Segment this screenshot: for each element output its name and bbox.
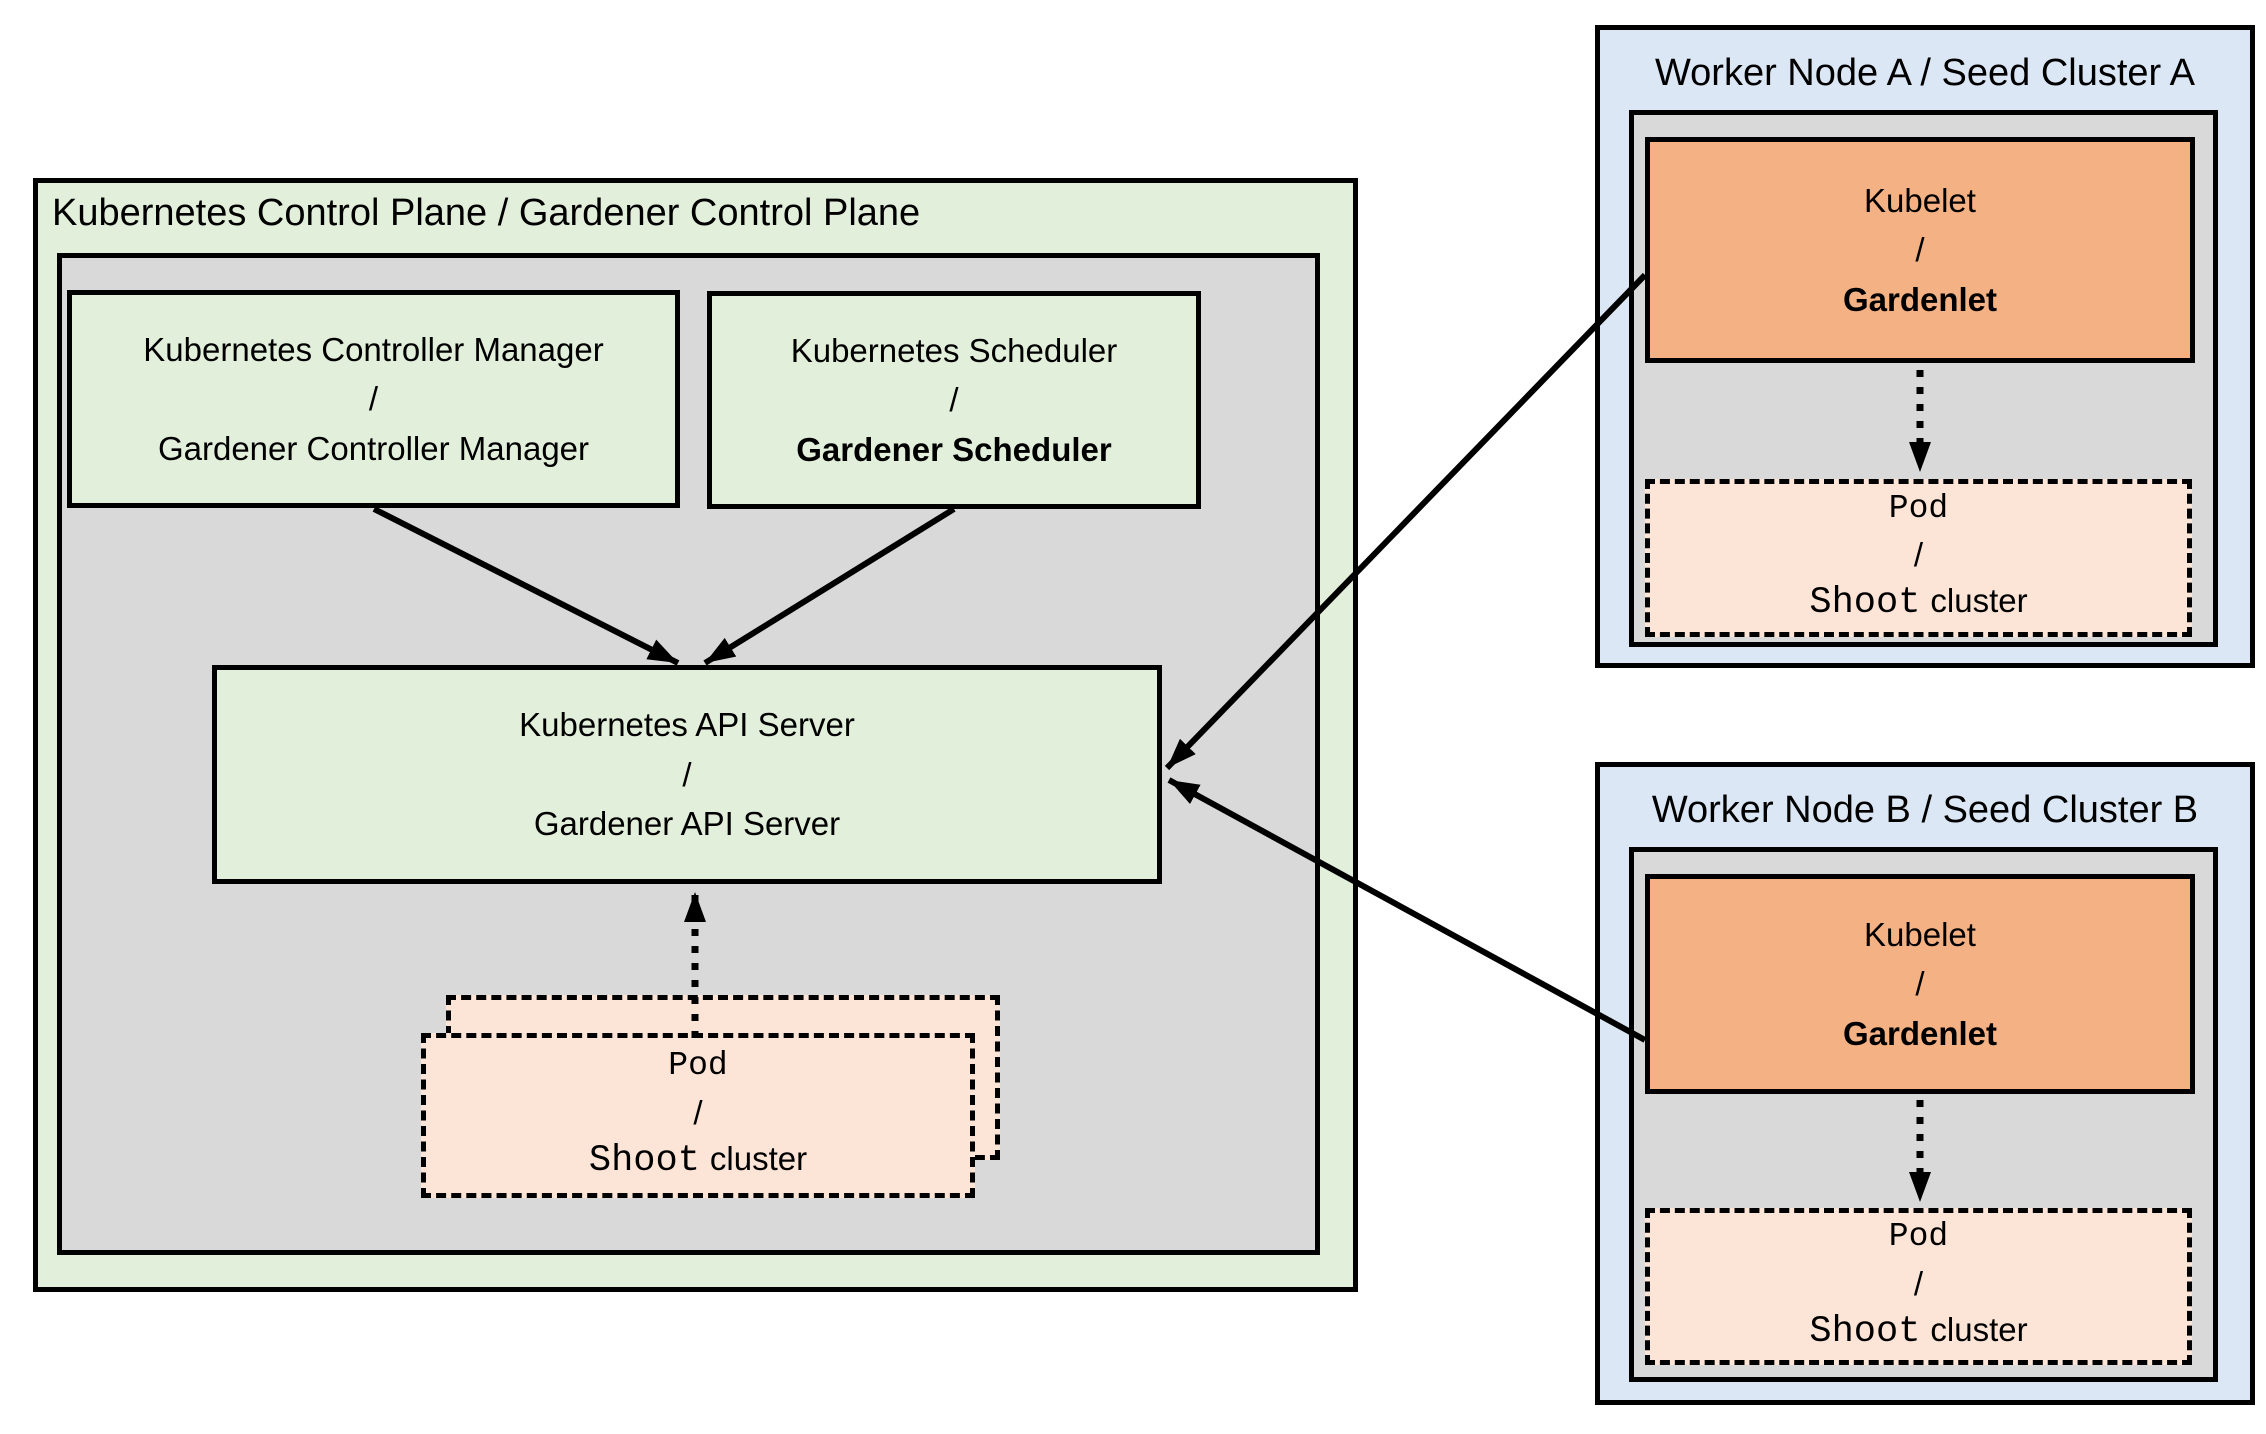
worker-a-kubelet-line1: Kubelet [1864,181,1976,219]
worker-b-kubelet-line1: Kubelet [1864,915,1976,953]
controller-manager-line1: Kubernetes Controller Manager [143,330,604,368]
controller-manager-line2: Gardener Controller Manager [157,429,590,467]
scheduler-label: Kubernetes Scheduler / Gardener Schedule… [791,326,1118,475]
worker-a-kubelet-box: Kubelet / Gardenlet [1645,137,2195,363]
controller-manager-label: Kubernetes Controller Manager / Gardener… [143,325,603,474]
worker-a-title: Worker Node A / Seed Cluster A [1654,52,2195,94]
controller-manager-sep: / [368,380,379,418]
worker-b-pod-line1: Pod [1888,1218,1949,1256]
api-server-line1: Kubernetes API Server [519,706,855,744]
pod-line1: Pod [668,1047,728,1085]
worker-a-pod-sep: / [1913,536,1924,574]
api-server-label: Kubernetes API Server / Gardener API Ser… [519,700,855,849]
api-server-line2: Gardener API Server [533,805,841,843]
worker-b-kubelet-box: Kubelet / Gardenlet [1645,874,2195,1094]
worker-b-kubelet-line2: Gardenlet [1842,1014,1998,1052]
worker-b-title: Worker Node B / Seed Cluster B [1651,789,2199,831]
worker-a-kubelet-sep: / [1915,231,1925,269]
api-server-box: Kubernetes API Server / Gardener API Ser… [212,665,1162,884]
worker-b-pod-line2-mono: Shoot [1809,1310,1921,1353]
worker-a-pod-line2-mono: Shoot [1809,582,1921,625]
worker-b-pod-line2-sans: cluster [1930,1310,2028,1348]
controller-manager-box: Kubernetes Controller Manager / Gardener… [67,290,680,508]
worker-b-kubelet-label: Kubelet / Gardenlet [1843,910,1997,1059]
worker-a-pod-line1: Pod [1888,489,1949,527]
control-plane-title: Kubernetes Control Plane / Gardener Cont… [52,192,921,234]
worker-b-kubelet-sep: / [1915,965,1925,1003]
scheduler-line2: Gardener Scheduler [796,430,1112,468]
api-server-sep: / [682,755,692,793]
worker-a-kubelet-line2: Gardenlet [1842,280,1998,318]
pod-sep: / [693,1093,703,1131]
worker-a-kubelet-label: Kubelet / Gardenlet [1843,176,1997,325]
worker-a-pod-line2-sans: cluster [1930,582,2028,620]
scheduler-box: Kubernetes Scheduler / Gardener Schedule… [707,291,1201,509]
scheduler-line1: Kubernetes Scheduler [790,331,1118,369]
pod-line2-sans: cluster [709,1139,808,1177]
worker-b-pod-sep: / [1913,1264,1924,1302]
pod-line2-mono: Shoot [588,1139,700,1182]
scheduler-sep: / [949,381,959,419]
